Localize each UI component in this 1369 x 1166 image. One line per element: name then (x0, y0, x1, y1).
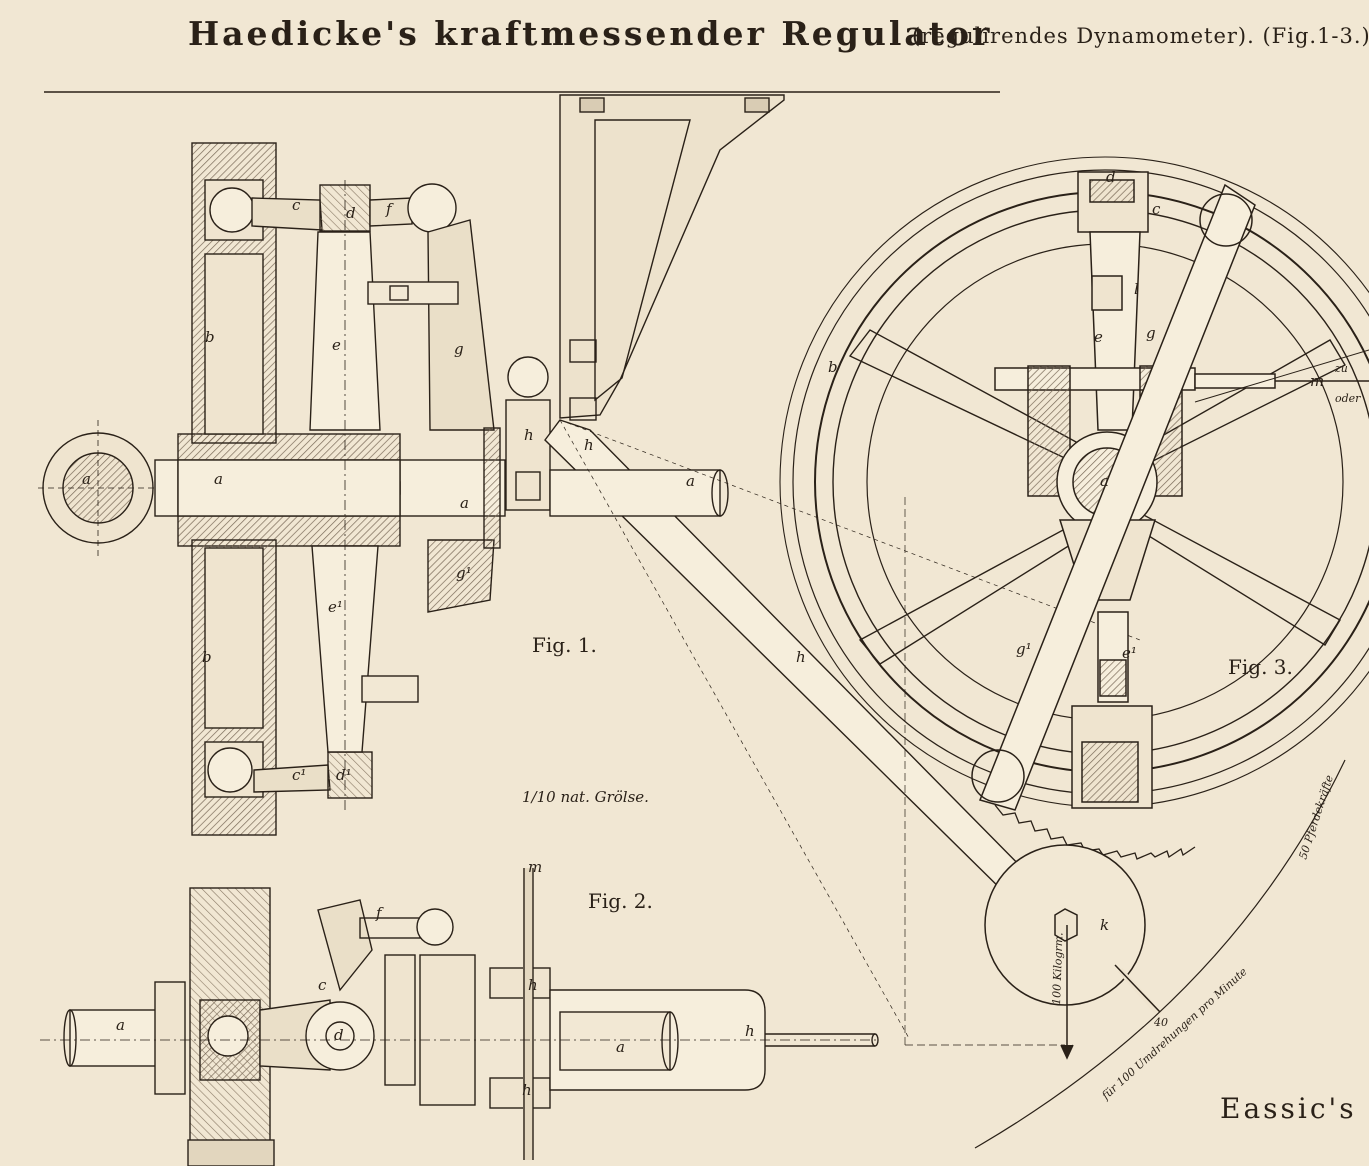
fig2-label-m: m (528, 858, 542, 876)
fig2-label-h-top: h (528, 976, 538, 994)
fig3-label-c: c (1152, 200, 1161, 218)
fig3-label-d: d (1106, 168, 1116, 186)
fig3-drawing (779, 156, 1369, 1149)
fig1-label-a-ext: a (686, 472, 695, 490)
fig1-label-d: d (346, 204, 356, 222)
fig3-label-m: m (1310, 372, 1324, 390)
fig3-label-b: b (828, 358, 838, 376)
fig3-ps-label: 50 Pferdekräfte (1296, 773, 1336, 861)
fig2-label-a-cyl: a (616, 1038, 625, 1056)
fig2-label-a-left: a (116, 1016, 125, 1034)
scale-note: 1/10 nat. Grölse. (522, 788, 649, 806)
fig3-kg-label: 100 Kilogrm. (1050, 932, 1066, 1005)
fig1-label-g1: g¹ (456, 564, 472, 582)
fig3-rpm-number: 40 (1153, 1016, 1168, 1029)
fig1-label-c: c (292, 196, 301, 214)
fig3-rpm-label: für 100 Umdrehungen pro Minute (1099, 965, 1250, 1103)
fig1-label-g: g (454, 340, 464, 358)
lever-label-h: h (796, 648, 806, 666)
fig1-label-e1: e¹ (328, 598, 343, 616)
fig1-label-b-lower: b (202, 648, 212, 666)
fig3-label-e: e (1094, 328, 1103, 346)
plate-title: Haedicke's kraftmessender Regulator (188, 14, 993, 53)
fig3-label: Fig. 3. (1228, 655, 1293, 679)
fig1-drawing (38, 142, 551, 836)
fig2-label-d: d (334, 1026, 344, 1044)
fig3-label-a: a (1100, 472, 1109, 490)
fig2-label-h-bottom: h (522, 1081, 532, 1099)
fig1-label-a-shaft: a (214, 470, 223, 488)
ceiling-bracket (559, 94, 785, 421)
lever-arm (544, 419, 1141, 1041)
fig1-label-h-lever: h (584, 436, 594, 454)
fig2-label-c: c (318, 976, 327, 994)
fig3-label-k: k (1100, 916, 1109, 934)
fig3-label-e1: e¹ (1122, 644, 1137, 662)
fig2-label: Fig. 2. (588, 889, 653, 913)
corner-title-fragment: Eassic's (1220, 1092, 1357, 1125)
fig2-label-h-cyl: h (745, 1022, 755, 1040)
fig1-label-c1: c¹ (292, 766, 306, 784)
fig1-label-e: e (332, 336, 341, 354)
fig1-label-b-upper: b (205, 328, 215, 346)
fig3-label-g1: g¹ (1016, 640, 1032, 658)
fig1-label-d1: d¹ (336, 766, 352, 784)
fig2-label-f: f (375, 904, 384, 922)
fig1-label-h-link: h (524, 426, 534, 444)
fig3-label-g: g (1146, 324, 1156, 342)
plate-subtitle: (regulirendes Dynamometer). (Fig.1-3.) (912, 24, 1369, 48)
fig1-label: Fig. 1. (532, 633, 597, 657)
fig1-label-f: f (385, 200, 394, 218)
fig2-drawing (40, 868, 880, 1166)
fig1-label-a-disc: a (82, 470, 91, 488)
fig3-label-l: l (1134, 280, 1139, 298)
fig1-label-a-hub: a (460, 494, 469, 512)
fig3-oder-label: oder (1335, 392, 1361, 405)
fig3-zu-label: zu (1334, 362, 1348, 375)
